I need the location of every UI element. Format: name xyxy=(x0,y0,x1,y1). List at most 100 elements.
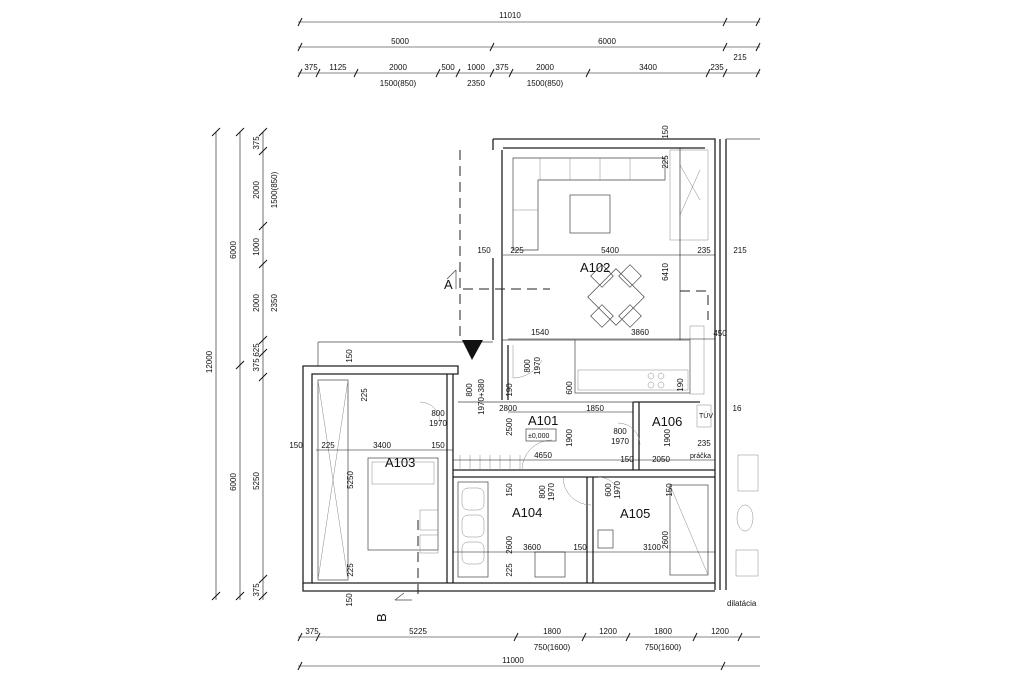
svg-text:800: 800 xyxy=(523,359,532,373)
interior-dimensions: 150 225 150 225 5400 235 215 6410 1540 3… xyxy=(289,125,747,607)
svg-text:3100: 3100 xyxy=(643,543,661,552)
room-label-a101: A101 xyxy=(528,413,558,428)
label-washer: práčka xyxy=(690,453,711,460)
dim-bottom-1200a: 1200 xyxy=(599,627,617,636)
room-label-a105: A105 xyxy=(620,506,650,521)
door-swings xyxy=(419,345,712,506)
svg-text:2500: 2500 xyxy=(505,418,514,436)
svg-text:150: 150 xyxy=(661,125,670,139)
dim-top-overall: 11010 xyxy=(499,11,521,20)
svg-text:1900: 1900 xyxy=(565,429,574,447)
room-label-a104: A104 xyxy=(512,505,542,520)
dim-top-2000a: 2000 xyxy=(389,63,407,72)
interior-walls xyxy=(446,339,715,583)
dim-top-235: 235 xyxy=(710,63,724,72)
svg-text:150: 150 xyxy=(477,246,491,255)
svg-text:3400: 3400 xyxy=(373,441,391,450)
svg-text:150: 150 xyxy=(620,455,634,464)
svg-text:6410: 6410 xyxy=(661,263,670,281)
svg-text:225: 225 xyxy=(505,563,514,577)
svg-text:235: 235 xyxy=(697,246,711,255)
svg-text:800: 800 xyxy=(538,485,547,499)
svg-text:1970: 1970 xyxy=(533,357,542,375)
svg-text:2600: 2600 xyxy=(661,531,670,549)
svg-text:5250: 5250 xyxy=(346,471,355,489)
room-label-a103: A103 xyxy=(385,455,415,470)
svg-text:2800: 2800 xyxy=(499,404,517,413)
svg-text:2050: 2050 xyxy=(652,455,670,464)
svg-text:150: 150 xyxy=(345,349,354,363)
dim-top-1000: 1000 xyxy=(467,63,485,72)
dim-left-1000: 1000 xyxy=(252,238,261,256)
section-marker-a: A xyxy=(444,277,453,292)
svg-text:225: 225 xyxy=(360,388,369,402)
svg-text:225: 225 xyxy=(661,155,670,169)
section-marker-b: B xyxy=(374,613,389,622)
dim-bottom-1800b: 1800 xyxy=(654,627,672,636)
dim-top-375b: 375 xyxy=(495,63,509,72)
label-boiler: TÚV xyxy=(699,411,713,420)
label-expansion-joint: dilatácia xyxy=(727,599,757,608)
dim-bottom-opening-1: 750(1600) xyxy=(534,643,571,652)
dim-bottom-1800a: 1800 xyxy=(543,627,561,636)
living-room-furniture xyxy=(512,149,709,395)
room-label-a102: A102 xyxy=(580,260,610,275)
svg-text:225: 225 xyxy=(346,563,355,577)
svg-text:450: 450 xyxy=(713,329,727,338)
svg-text:150: 150 xyxy=(505,483,514,497)
svg-text:1970: 1970 xyxy=(611,437,629,446)
bottom-dimension-chains: 375 5225 1800 1200 1800 1200 750(1600) 7… xyxy=(297,627,760,671)
dim-top-500: 500 xyxy=(441,63,455,72)
corridor-stair-hatching xyxy=(459,455,521,470)
dim-bottom-opening-2: 750(1600) xyxy=(645,643,682,652)
dim-left-6000a: 6000 xyxy=(229,241,238,259)
room-labels: A102 A101 ±0,000 A103 A104 A105 A106 xyxy=(385,260,682,521)
dim-left-6000b: 6000 xyxy=(229,473,238,491)
svg-text:1900: 1900 xyxy=(663,429,672,447)
dim-left-375b: 375 xyxy=(252,358,261,372)
svg-text:1540: 1540 xyxy=(531,328,549,337)
svg-text:16: 16 xyxy=(733,404,742,413)
dim-left-5250: 5250 xyxy=(252,472,261,490)
dim-bottom-1200b: 1200 xyxy=(711,627,729,636)
dim-top-6000: 6000 xyxy=(598,37,616,46)
svg-text:800: 800 xyxy=(465,383,474,397)
left-dimension-chains: 12000 6000 6000 375 2000 1000 2000 375 6… xyxy=(205,127,279,601)
exterior-walls xyxy=(302,138,760,592)
dim-left-opening-1: 1500(850) xyxy=(270,171,279,208)
svg-text:235: 235 xyxy=(697,439,711,448)
svg-text:215: 215 xyxy=(733,246,747,255)
svg-text:150: 150 xyxy=(289,441,303,450)
dim-top-215: 215 xyxy=(733,53,747,62)
dim-bottom-375: 375 xyxy=(305,627,319,636)
section-lines: A B xyxy=(374,150,709,622)
dim-left-2000a: 2000 xyxy=(252,181,261,199)
dim-left-375c: 375 xyxy=(252,583,261,597)
svg-text:150: 150 xyxy=(665,483,674,497)
room-label-a106: A106 xyxy=(652,414,682,429)
bathroom-fixtures xyxy=(457,454,759,578)
entrance-arrow-icon xyxy=(462,340,483,360)
dim-left-625: 625 xyxy=(252,343,261,357)
svg-text:3600: 3600 xyxy=(523,543,541,552)
dim-top-1125: 1125 xyxy=(329,63,347,72)
dim-bottom-5225: 5225 xyxy=(409,627,427,636)
dim-left-overall: 12000 xyxy=(205,350,214,373)
svg-text:150: 150 xyxy=(431,441,445,450)
svg-text:225: 225 xyxy=(510,246,524,255)
svg-text:3860: 3860 xyxy=(631,328,649,337)
svg-text:190: 190 xyxy=(676,378,685,392)
svg-text:5400: 5400 xyxy=(601,246,619,255)
dim-top-3400: 3400 xyxy=(639,63,657,72)
svg-text:800: 800 xyxy=(431,409,445,418)
equipment-labels: TÚV práčka dilatácia xyxy=(690,411,757,608)
dim-top-opening-1: 1500(850) xyxy=(380,79,417,88)
dim-bottom-overall: 11000 xyxy=(502,656,524,665)
svg-text:4650: 4650 xyxy=(534,451,552,460)
svg-text:150: 150 xyxy=(345,593,354,607)
dim-left-2000b: 2000 xyxy=(252,294,261,312)
dim-left-opening-2: 2350 xyxy=(270,294,279,312)
svg-text:190: 190 xyxy=(505,383,514,397)
dim-top-opening-3: 1500(850) xyxy=(527,79,564,88)
